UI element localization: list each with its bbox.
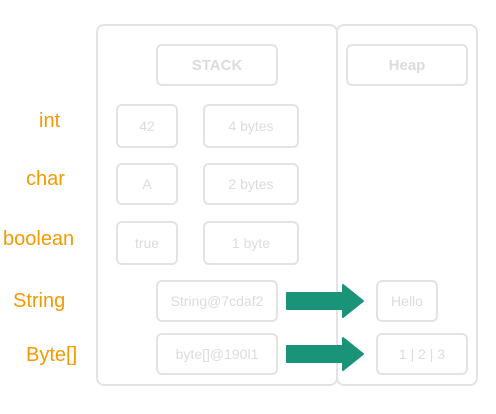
- int-value-box: 42: [116, 104, 178, 148]
- char-size-box: 2 bytes: [203, 163, 299, 205]
- boolean-value-box: true: [116, 221, 178, 265]
- stack-header: STACK: [156, 44, 278, 86]
- boolean-size-box: 1 byte: [203, 221, 299, 265]
- heap-object-hello: Hello: [376, 280, 438, 322]
- type-label-int: int: [39, 110, 61, 132]
- type-label-boolean: boolean: [3, 228, 75, 250]
- heap-header: Heap: [346, 44, 468, 86]
- heap-object-byte-array: 1 | 2 | 3: [376, 333, 468, 375]
- type-label-byte-array: Byte[]: [26, 344, 78, 366]
- reference-arrow-byte-array: [286, 337, 364, 371]
- type-label-string: String: [13, 290, 66, 312]
- char-value-box: A: [116, 163, 178, 205]
- type-label-char: char: [26, 168, 65, 190]
- heap-panel: [336, 24, 478, 386]
- string-reference-box: String@7cdaf2: [156, 280, 278, 322]
- int-size-box: 4 bytes: [203, 104, 299, 148]
- arrow-shape: [286, 284, 364, 318]
- arrow-shape: [286, 337, 364, 371]
- reference-arrow-string: [286, 284, 364, 318]
- byte-array-reference-box: byte[]@190l1: [156, 333, 278, 375]
